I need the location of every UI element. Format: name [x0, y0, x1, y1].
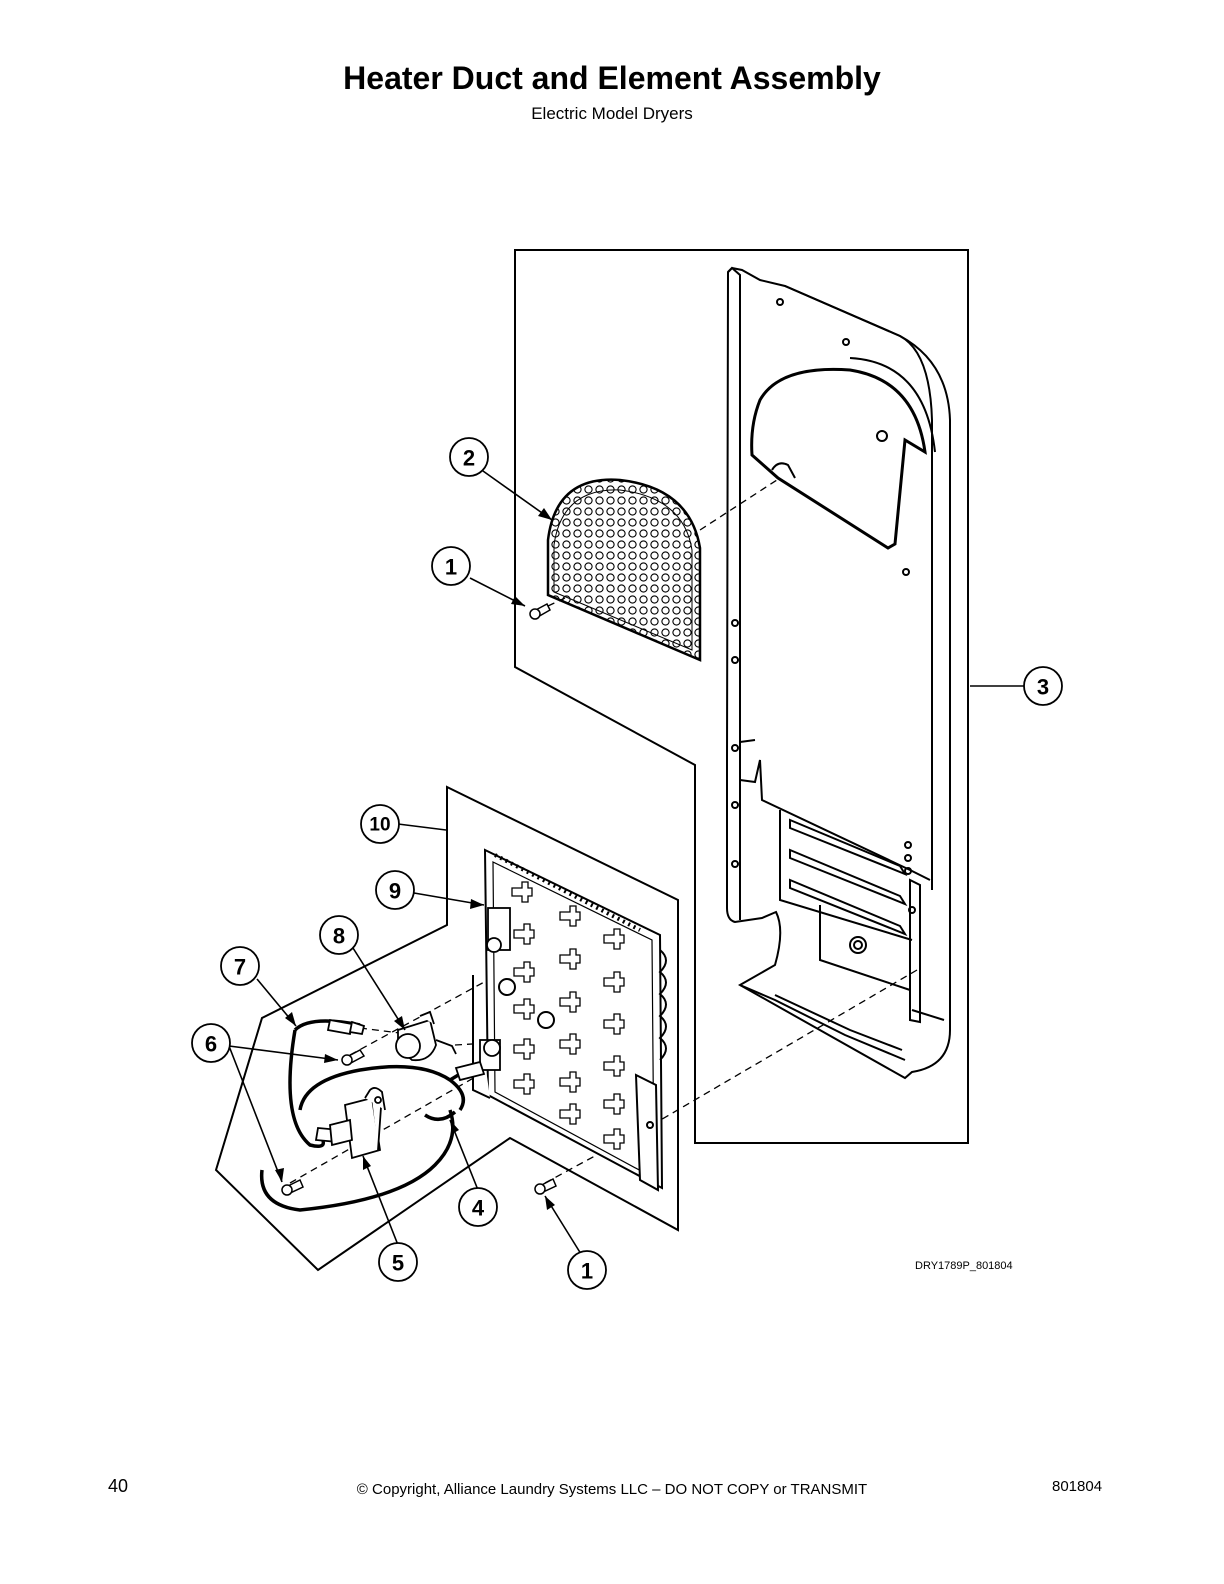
page-subtitle: Electric Model Dryers — [531, 104, 693, 123]
document-number: 801804 — [1052, 1478, 1103, 1495]
high-limit-thermostat — [329, 1087, 386, 1160]
page-title: Heater Duct and Element Assembly — [343, 60, 881, 96]
callout-1-lower: 1 — [567, 1250, 607, 1290]
svg-text:7: 7 — [234, 955, 246, 980]
svg-text:2: 2 — [463, 446, 475, 471]
heater-element — [472, 848, 667, 1192]
element-group-outline — [214, 785, 679, 1272]
thermal-fuse — [395, 1010, 457, 1062]
page-number: 40 — [108, 1476, 129, 1496]
callout-9: 9 — [375, 870, 415, 910]
svg-text:1: 1 — [445, 555, 457, 580]
copyright-notice: © Copyright, Alliance Laundry Systems LL… — [356, 1481, 868, 1498]
leader-arrowheads — [275, 508, 555, 1210]
callout-4: 4 — [458, 1187, 498, 1227]
callouts: 1 2 3 4 5 6 7 — [191, 437, 1063, 1290]
svg-text:5: 5 — [392, 1251, 404, 1276]
figure-code: DRY1789P_801804 — [915, 1260, 1013, 1272]
svg-text:4: 4 — [472, 1196, 485, 1221]
svg-text:9: 9 — [389, 879, 401, 904]
svg-text:8: 8 — [333, 924, 345, 949]
svg-text:10: 10 — [369, 815, 390, 836]
duct-screen — [546, 478, 702, 662]
callout-3: 3 — [1023, 666, 1063, 706]
element-thermostat — [479, 907, 511, 1071]
callout-7: 7 — [220, 946, 260, 986]
callout-2: 2 — [449, 437, 489, 477]
duct-group-outline — [514, 249, 969, 1144]
callout-10: 10 — [360, 804, 400, 844]
screw-upper — [529, 602, 551, 620]
callout-6: 6 — [191, 1023, 231, 1063]
callout-1-upper: 1 — [431, 546, 471, 586]
svg-text:3: 3 — [1037, 675, 1049, 700]
heater-duct — [726, 266, 951, 1080]
svg-text:6: 6 — [205, 1032, 217, 1057]
svg-text:1: 1 — [581, 1259, 593, 1284]
callout-8: 8 — [319, 915, 359, 955]
callout-5: 5 — [378, 1242, 418, 1282]
screws-lower — [281, 1049, 557, 1196]
